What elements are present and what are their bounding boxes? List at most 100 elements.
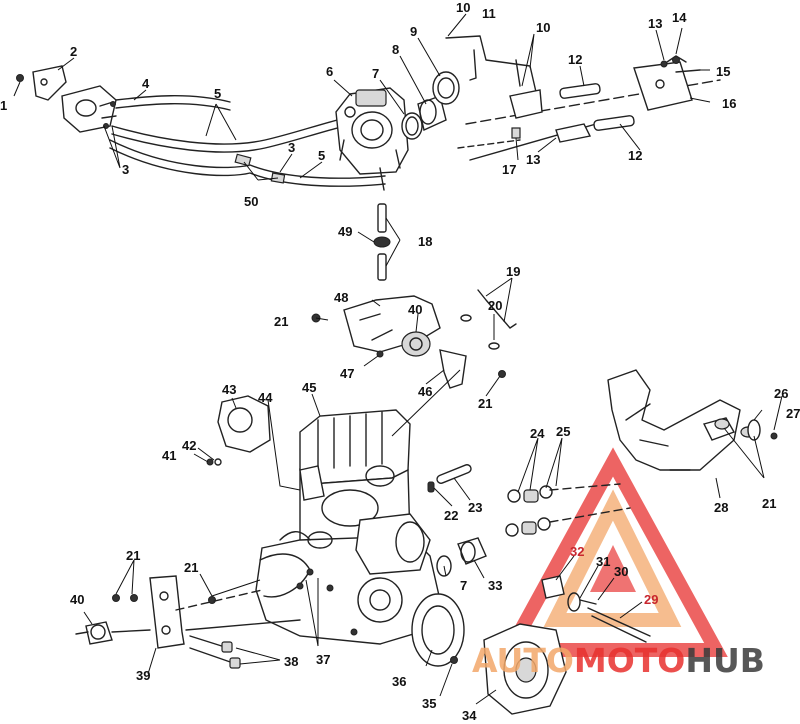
part-31-washer	[567, 592, 581, 612]
callout-17: 17	[502, 162, 516, 177]
callout-22: 22	[444, 508, 458, 523]
callout-41: 41	[162, 448, 176, 463]
part-18-assembly	[373, 203, 391, 281]
callout-31: 31	[596, 554, 610, 569]
callout-21-b: 21	[478, 396, 492, 411]
part-12-cable-end-2	[593, 115, 635, 131]
watermark-inner-triangle	[543, 489, 682, 627]
part-17-screw	[511, 127, 521, 139]
part-15-screw	[675, 69, 701, 73]
part-30-washer	[579, 599, 597, 605]
callout-44: 44	[258, 390, 273, 405]
callout-5: 5	[214, 86, 221, 101]
callout-21-e: 21	[184, 560, 198, 575]
watermark-outer-triangle	[498, 447, 728, 657]
part-33-bushing	[457, 537, 487, 565]
part-36-seal	[411, 593, 465, 667]
part-49-grommet	[373, 236, 391, 248]
part-9-air-boot	[432, 71, 460, 105]
part-50-clamp	[234, 153, 252, 167]
part-22-dowel	[427, 481, 435, 493]
callout-28: 28	[714, 500, 728, 515]
watermark-center-triangle	[590, 545, 636, 592]
callout-37: 37	[316, 652, 330, 667]
part-13-washer	[660, 60, 668, 68]
callout-36: 36	[392, 674, 406, 689]
drive-clutch-assembly	[411, 537, 567, 715]
callout-4: 4	[142, 76, 150, 91]
callout-7-b: 7	[460, 578, 467, 593]
part-43-water-pump	[217, 395, 271, 453]
callout-21-d: 21	[126, 548, 140, 563]
part-11-cable	[445, 35, 537, 93]
part-27-nut	[770, 432, 778, 440]
part-14-nut	[672, 56, 680, 64]
callout-40-a: 40	[70, 592, 84, 607]
callout-1: 1	[0, 98, 7, 113]
callout-12: 12	[568, 52, 582, 67]
part-47-bolt	[376, 350, 384, 358]
callout-26: 26	[774, 386, 788, 401]
callout-15: 15	[716, 64, 730, 79]
intake-assembly-left	[16, 65, 386, 187]
callout-47: 47	[340, 366, 354, 381]
callout-50: 50	[244, 194, 258, 209]
callout-2: 2	[70, 44, 77, 59]
callout-10: 10	[456, 0, 470, 15]
part-32-spacer	[541, 575, 565, 599]
chassis-bracket-assembly	[505, 369, 778, 643]
part-1-nut	[16, 74, 24, 82]
callout-35: 35	[422, 696, 436, 711]
part-46-bracket	[439, 349, 467, 389]
part-10-mount	[509, 89, 543, 119]
watermark-text: AUTOMOTOHUB	[472, 641, 765, 680]
part-intake-flange	[61, 85, 117, 133]
part-8-boot	[417, 95, 447, 131]
callout-30: 30	[614, 564, 628, 579]
part-24-washer	[507, 489, 521, 503]
callout-27: 27	[786, 406, 800, 421]
callout-3-b: 3	[288, 140, 295, 155]
engine-block	[206, 395, 472, 645]
callout-34: 34	[462, 708, 477, 723]
callout-3: 3	[122, 162, 129, 177]
callout-13-b: 13	[526, 152, 540, 167]
callout-43: 43	[222, 382, 236, 397]
part-19-bolt	[477, 289, 517, 329]
part-12-cable-end	[559, 83, 601, 99]
callout-40-b: 40	[408, 302, 422, 317]
callout-23: 23	[468, 500, 482, 515]
part-21-nut-left	[112, 594, 120, 602]
callout-12-b: 12	[628, 148, 642, 163]
upper-engine-mount	[311, 289, 517, 389]
callout-13: 13	[648, 16, 662, 31]
part-2-bracket	[32, 65, 67, 101]
part-23-shaft	[436, 464, 472, 484]
callout-11: 11	[482, 6, 496, 21]
callout-10-b: 10	[536, 20, 550, 35]
part-29-bolt	[587, 607, 651, 637]
part-4-hose	[115, 95, 231, 103]
callout-45: 45	[302, 380, 316, 395]
callout-16: 16	[722, 96, 736, 111]
callout-29: 29	[644, 592, 658, 607]
part-40-mount-upper	[401, 331, 431, 357]
part-20-washer	[488, 342, 500, 350]
callout-48: 48	[334, 290, 348, 305]
callout-25: 25	[556, 424, 570, 439]
callout-14: 14	[672, 10, 687, 25]
part-42-washer	[214, 458, 222, 466]
callout-21-a: 21	[274, 314, 288, 329]
part-7-clamp	[401, 112, 423, 140]
part-chassis-plate	[607, 369, 741, 471]
callout-20: 20	[488, 298, 502, 313]
part-starter	[355, 513, 431, 575]
callout-32: 32	[570, 544, 584, 559]
carburetor-assembly	[335, 71, 460, 191]
callout-42: 42	[182, 438, 196, 453]
callout-21-c: 21	[762, 496, 776, 511]
callout-39: 39	[136, 668, 150, 683]
part-25-bushing	[539, 485, 553, 499]
callout-24: 24	[530, 426, 545, 441]
